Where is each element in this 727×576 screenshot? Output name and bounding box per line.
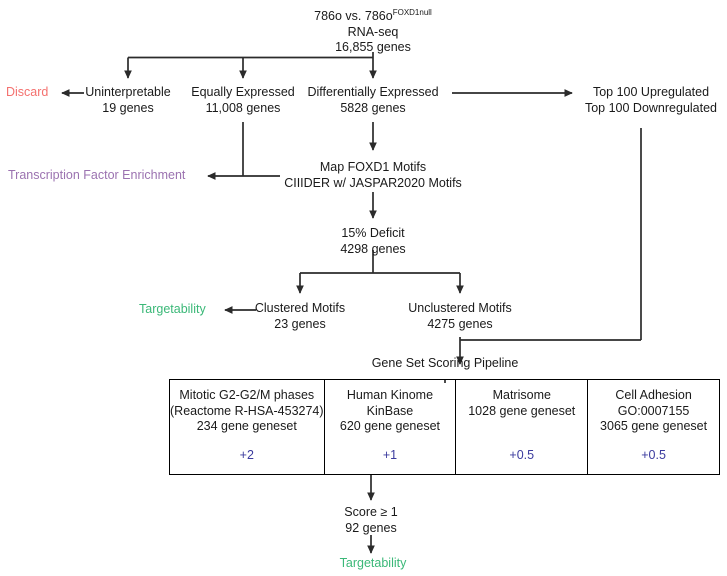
cell-line: 1028 gene geneset (468, 403, 576, 418)
node-clustered-motifs: Clustered Motifs 23 genes (248, 301, 352, 332)
node-unclustered-motifs-line2: 4275 genes (427, 316, 493, 331)
node-unclustered-motifs: Unclustered Motifs 4275 genes (400, 301, 520, 332)
score-value: +0.5 (641, 447, 666, 462)
node-differentially-expressed-line2: 5828 genes (340, 100, 406, 115)
node-gene-set-scoring-pipeline-label: Gene Set Scoring Pipeline (371, 356, 519, 370)
node-uninterpretable-line1: Uninterpretable (85, 85, 171, 99)
cell-line: (Reactome R-HSA-453274) (170, 403, 324, 418)
node-deficit-line1: 15% Deficit (341, 226, 405, 240)
node-deficit: 15% Deficit 4298 genes (313, 226, 433, 257)
node-top-100-line2: Top 100 Downregulated (584, 100, 718, 115)
node-uninterpretable: Uninterpretable 19 genes (78, 85, 178, 116)
outcome-targetability-final: Targetability (339, 556, 407, 570)
outcome-transcription-factor-enrichment: Transcription Factor Enrichment (8, 168, 186, 182)
node-map-foxd1-motifs-line1: Map FOXD1 Motifs (319, 160, 427, 174)
cell-line: GO:0007155 (617, 403, 690, 418)
score-value: +2 (239, 447, 254, 462)
node-root-superscript: FOXD1null (392, 8, 432, 17)
node-deficit-line2: 4298 genes (340, 241, 406, 256)
cell-line: Matrisome (492, 388, 551, 402)
outcome-targetability-clustered: Targetability (139, 302, 206, 316)
node-equally-expressed-line1: Equally Expressed (191, 85, 295, 99)
score-table-cell-human-kinome: Human Kinome KinBase 620 gene geneset +1 (325, 380, 457, 474)
node-unclustered-motifs-line1: Unclustered Motifs (408, 301, 512, 315)
cell-line: 3065 gene geneset (600, 419, 708, 433)
cell-line: KinBase (366, 403, 414, 418)
cell-line: 620 gene geneset (339, 419, 440, 433)
node-clustered-motifs-line2: 23 genes (274, 316, 326, 331)
node-differentially-expressed: Differentially Expressed 5828 genes (305, 85, 441, 116)
node-top-100-line1: Top 100 Upregulated (592, 85, 710, 99)
node-root: 786o vs. 786oFOXD1null RNA-seq 16,855 ge… (283, 5, 463, 56)
cell-line: Human Kinome (346, 388, 434, 402)
node-score-threshold-line2: 92 genes (345, 520, 397, 535)
node-equally-expressed: Equally Expressed 11,008 genes (185, 85, 301, 116)
outcome-discard: Discard (6, 85, 49, 99)
node-clustered-motifs-line1: Clustered Motifs (254, 301, 346, 315)
node-root-line3: 16,855 genes (335, 40, 411, 55)
node-root-line1: 786o vs. 786oFOXD1null (314, 8, 432, 24)
score-table-cell-matrisome: Matrisome 1028 gene geneset +0.5 (456, 380, 589, 474)
node-equally-expressed-line2: 11,008 genes (205, 100, 281, 115)
score-value: +1 (382, 447, 398, 462)
score-table-cell-cell-adhesion: Cell Adhesion GO:0007155 3065 gene genes… (588, 380, 719, 474)
node-gene-set-scoring-pipeline: Gene Set Scoring Pipeline (345, 356, 545, 372)
node-differentially-expressed-line1: Differentially Expressed (307, 85, 439, 99)
node-root-line2: RNA-seq (347, 24, 399, 39)
cell-line: Cell Adhesion (615, 388, 692, 402)
node-map-foxd1-motifs: Map FOXD1 Motifs CIIIDER w/ JASPAR2020 M… (283, 160, 463, 191)
cell-line: Mitotic G2-G2/M phases (179, 388, 315, 402)
node-map-foxd1-motifs-line2: CIIIDER w/ JASPAR2020 Motifs (284, 175, 462, 190)
node-score-threshold-line1: Score ≥ 1 (344, 505, 398, 519)
score-value: +0.5 (509, 447, 535, 462)
score-table: Mitotic G2-G2/M phases (Reactome R-HSA-4… (169, 379, 720, 475)
score-table-cell-mitotic: Mitotic G2-G2/M phases (Reactome R-HSA-4… (170, 380, 325, 474)
node-score-threshold: Score ≥ 1 92 genes (311, 505, 431, 536)
node-uninterpretable-line2: 19 genes (102, 100, 154, 115)
cell-line: 234 gene geneset (196, 419, 297, 433)
node-top-100: Top 100 Upregulated Top 100 Downregulate… (578, 85, 724, 116)
